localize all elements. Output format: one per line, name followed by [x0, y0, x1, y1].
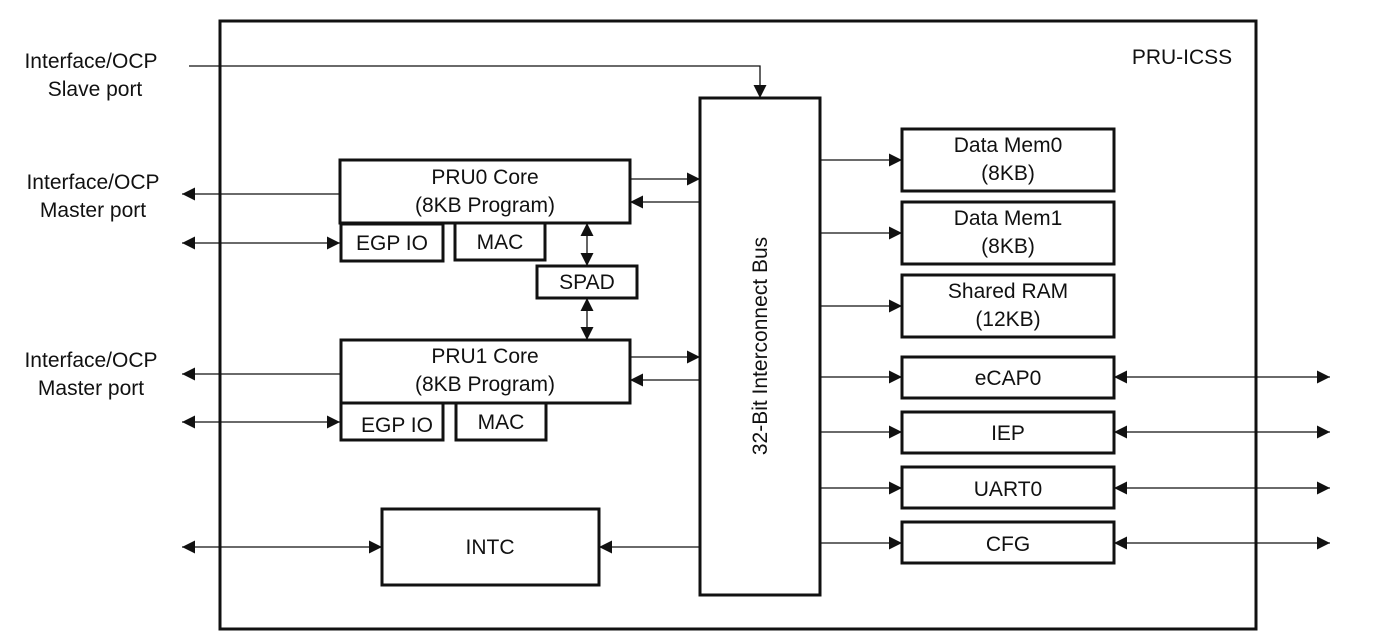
pru0-core-sublabel: (8KB Program) [415, 194, 555, 217]
iep-block: IEP [900, 410, 1116, 455]
interconnect-bus-block: 32-Bit Interconnect Bus [698, 96, 822, 597]
shared-ram-block: Shared RAM (12KB) [900, 273, 1116, 339]
pru1-core-block: PRU1 Core (8KB Program) [339, 338, 632, 405]
ecap0-block: eCAP0 [900, 355, 1116, 400]
spad-label: SPAD [559, 271, 615, 294]
master0-port-label-line1: Interface/OCP [26, 171, 159, 194]
iep-label: IEP [991, 422, 1025, 445]
connectors [182, 65, 1330, 554]
data-mem1-label: Data Mem1 [954, 207, 1063, 230]
shared-ram-size: (12KB) [975, 308, 1040, 331]
master0-port-label-line2: Master port [40, 199, 146, 222]
data-mem1-size: (8KB) [981, 235, 1035, 258]
pru1-core-label: PRU1 Core [431, 345, 538, 368]
uart0-block: UART0 [900, 465, 1116, 510]
egpio1-block: EGP IO [339, 401, 445, 442]
intc-label: INTC [466, 536, 515, 559]
pru1-core-sublabel: (8KB Program) [415, 373, 555, 396]
intc-block: INTC [380, 507, 601, 587]
master1-port-label-line2: Master port [38, 377, 144, 400]
data-mem0-size: (8KB) [981, 162, 1035, 185]
slave-port-label-line1: Interface/OCP [24, 50, 157, 73]
pru0-core-label: PRU0 Core [431, 166, 538, 189]
mac0-label: MAC [477, 231, 524, 254]
data-mem1-block: Data Mem1 (8KB) [900, 200, 1116, 266]
data-mem0-block: Data Mem0 (8KB) [900, 127, 1116, 193]
mac1-block: MAC [454, 401, 548, 442]
mac1-label: MAC [478, 411, 525, 434]
cfg-label: CFG [986, 533, 1030, 556]
shared-ram-label: Shared RAM [948, 280, 1068, 303]
pru0-core-block: PRU0 Core (8KB Program) [338, 158, 632, 225]
ecap0-label: eCAP0 [975, 367, 1042, 390]
interconnect-bus-label: 32-Bit Interconnect Bus [749, 237, 772, 455]
slave-port-arrow [189, 65, 767, 98]
master1-port-label-line1: Interface/OCP [24, 349, 157, 372]
data-mem0-label: Data Mem0 [954, 134, 1063, 157]
spad-block: SPAD [535, 264, 639, 300]
egpio0-label: EGP IO [356, 232, 428, 255]
cfg-block: CFG [900, 520, 1116, 565]
pru-icss-title: PRU-ICSS [1132, 46, 1232, 69]
egpio0-block: EGP IO [339, 222, 445, 263]
mac0-block: MAC [453, 221, 547, 262]
uart0-label: UART0 [974, 478, 1042, 501]
egpio1-label: EGP IO [361, 414, 433, 437]
slave-port-label-line2: Slave port [48, 78, 143, 101]
